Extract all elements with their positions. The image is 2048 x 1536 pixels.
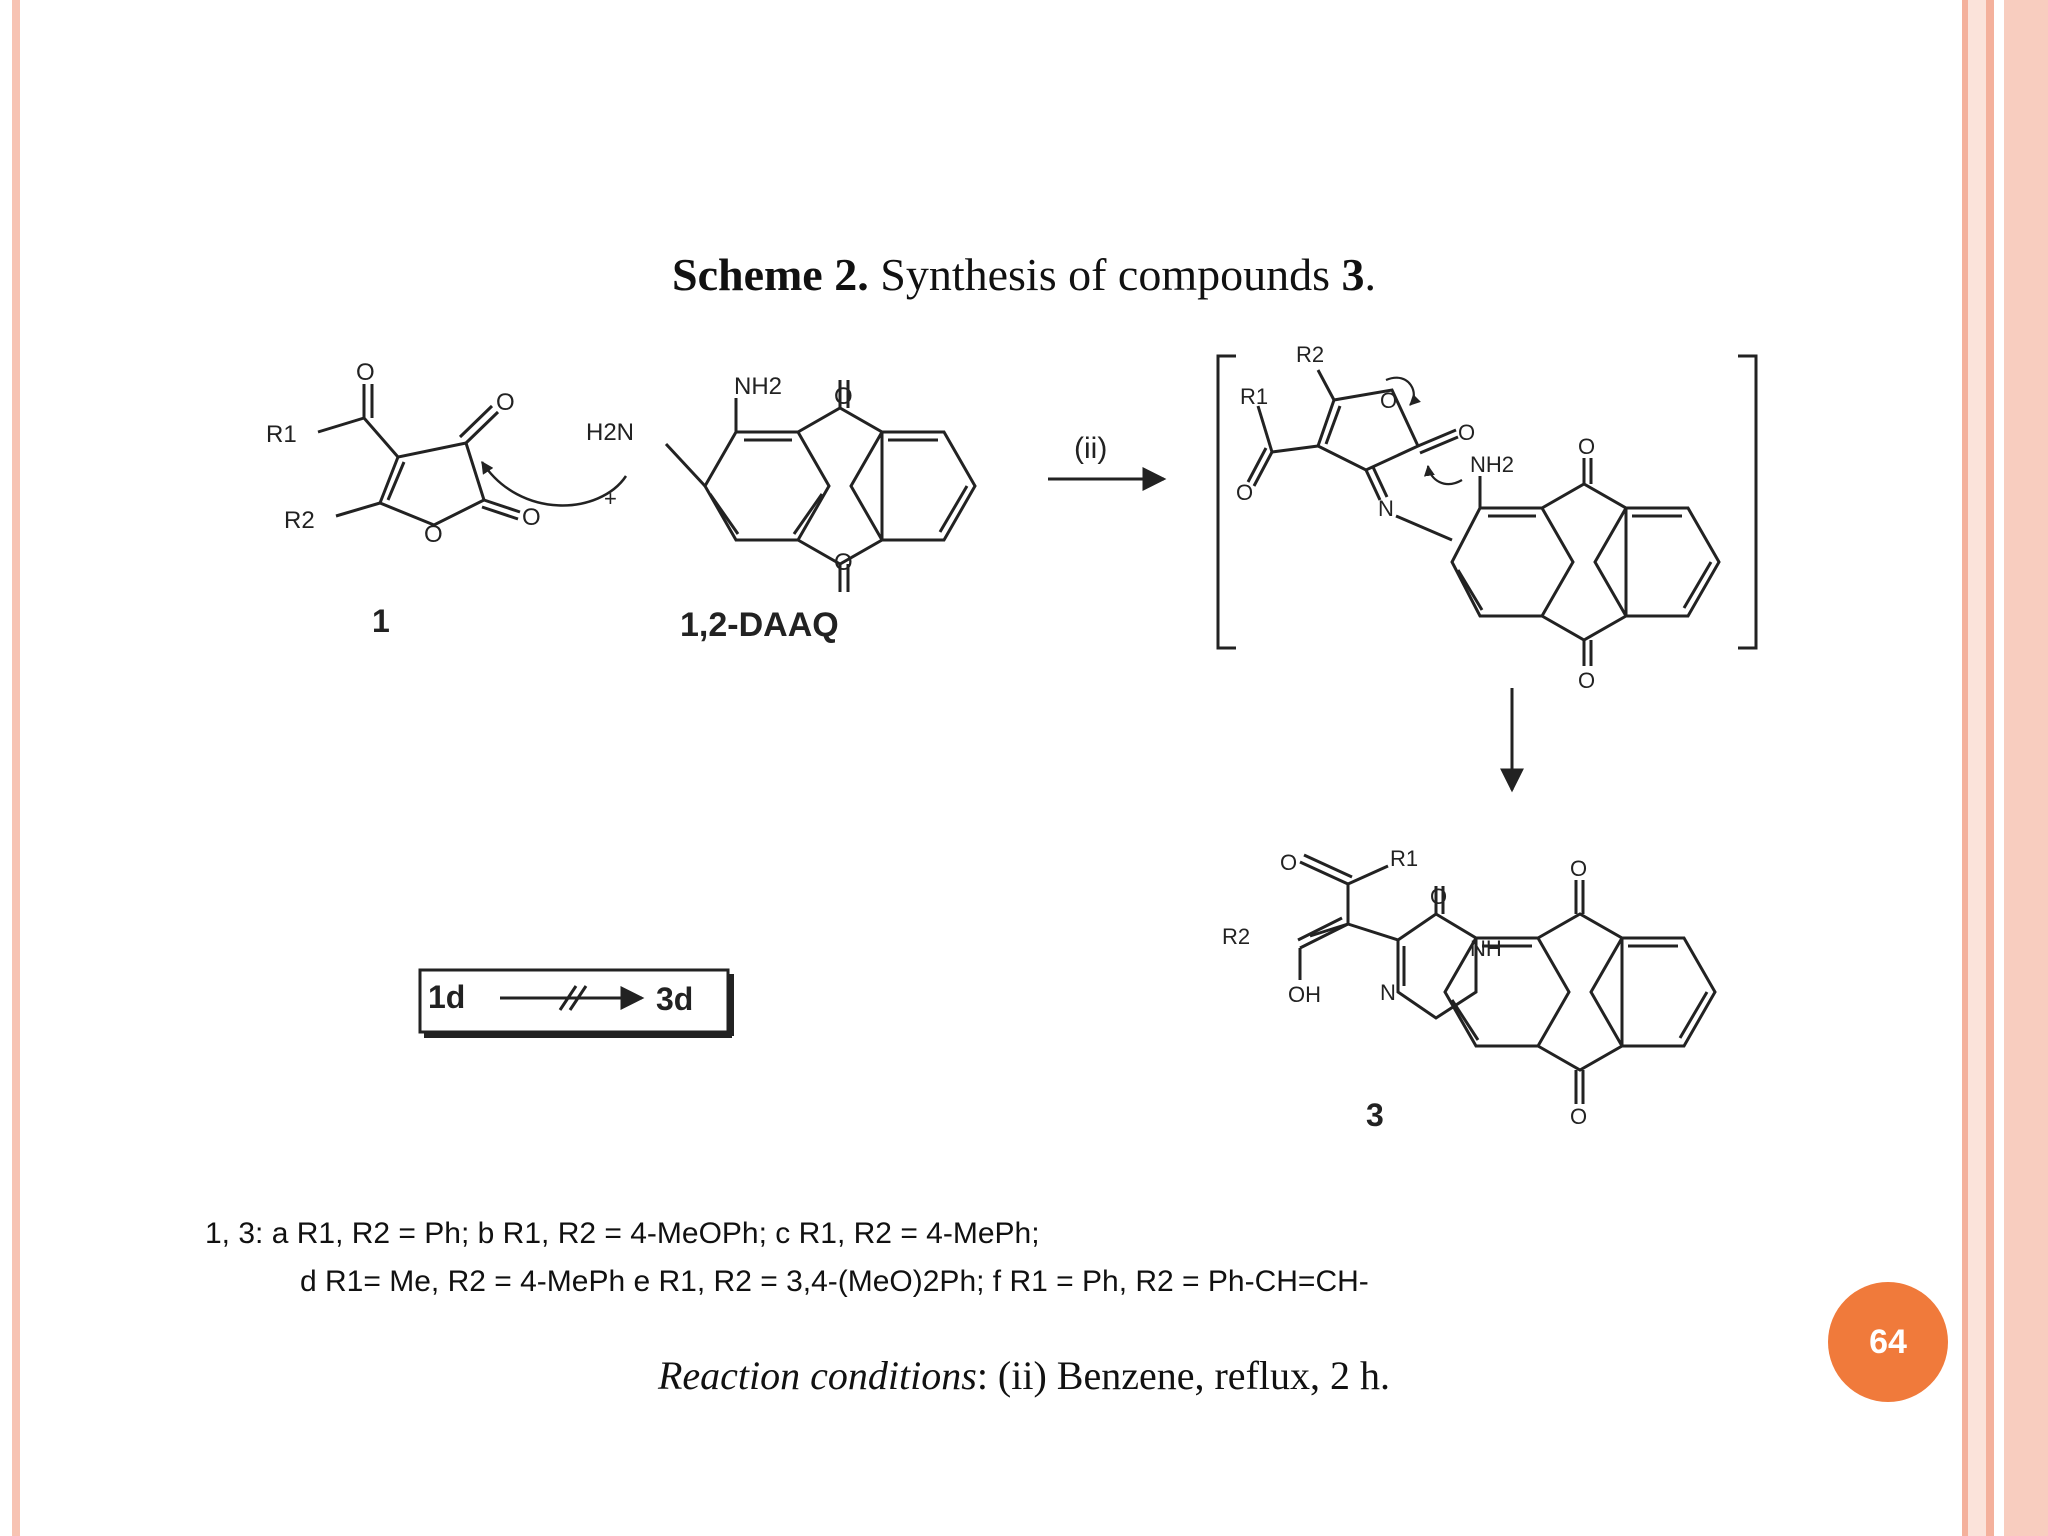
curved-arrow xyxy=(1385,376,1421,406)
compound-1-label: 1 xyxy=(372,603,390,639)
atom-label: N xyxy=(1380,980,1396,1005)
atom-label: O xyxy=(1578,434,1595,459)
daaq-label: 1,2-DAAQ xyxy=(680,606,839,644)
substituent-line-2: d R1= Me, R2 = 4-MePh e R1, R2 = 3,4-(Me… xyxy=(300,1265,1369,1298)
atom-label: O xyxy=(1236,480,1253,505)
atom-label: N xyxy=(1378,496,1394,521)
intermediate-labels: R2 R1 O O O N NH2 O O xyxy=(1236,342,1595,693)
scheme-title: Scheme 2. Synthesis of compounds 3. xyxy=(0,248,2048,301)
substituent-line-1: 1, 3: a R1, R2 = Ph; b R1, R2 = 4-MeOPh;… xyxy=(205,1217,1040,1250)
curved-arrow xyxy=(480,460,628,507)
atom-label: R1 xyxy=(1390,846,1418,871)
atom-label: OH xyxy=(1288,982,1321,1007)
atom-label: R2 xyxy=(1296,342,1324,367)
inset-to-label: 3d xyxy=(656,981,693,1017)
atom-label: O xyxy=(1570,1104,1587,1129)
slide-frame-right xyxy=(1962,0,1968,1536)
slide-frame-right-edge xyxy=(2004,0,2048,1536)
atom-label: NH2 xyxy=(734,373,782,400)
atom-label: O xyxy=(1380,388,1397,413)
atom-label: R1 xyxy=(1240,384,1268,409)
compound-3-structure xyxy=(1297,853,1717,1104)
slide-frame-right-gap xyxy=(1994,0,2004,1536)
atom-label: O xyxy=(424,521,443,548)
atom-label: R1 xyxy=(266,421,297,448)
slide-frame-right-line xyxy=(1986,0,1994,1536)
slide-frame-left xyxy=(12,0,20,1536)
atom-label: R2 xyxy=(284,507,315,534)
atom-label: NH xyxy=(1470,936,1502,961)
curved-arrow xyxy=(1423,464,1463,486)
scheme-title-bold: Scheme 2. xyxy=(671,249,869,300)
daaq-labels: NH2 H2N O O xyxy=(586,373,853,576)
compound-3-labels: O R1 O NH R2 OH N O O xyxy=(1222,846,1587,1129)
blocked-mark xyxy=(568,985,588,1011)
scheme-title-compound: 3 xyxy=(1341,249,1365,300)
atom-label: O xyxy=(356,359,375,386)
compound-1-structure xyxy=(317,384,521,527)
scheme-title-text: Synthesis of compounds xyxy=(868,249,1342,300)
inset-from-label: 1d xyxy=(428,979,465,1015)
reagent-label: (ii) xyxy=(1074,432,1107,465)
intermediate-structure xyxy=(1246,369,1721,666)
atom-label: R2 xyxy=(1222,924,1250,949)
atom-label: O xyxy=(834,549,853,576)
atom-label: O xyxy=(522,504,541,531)
daaq-structure xyxy=(664,380,977,592)
atom-label: O xyxy=(1280,850,1297,875)
atom-label: O xyxy=(1570,856,1587,881)
atom-label: H2N xyxy=(586,419,634,446)
conditions-text: : (ii) Benzene, reflux, 2 h. xyxy=(976,1353,1390,1398)
slide-frame-right-band xyxy=(1968,0,1986,1536)
atom-label: O xyxy=(1458,420,1475,445)
compound-1-labels: O O O O R1 R2 xyxy=(266,359,541,548)
inset-box: 1d 3d xyxy=(418,968,734,1038)
page-number-badge: 64 xyxy=(1828,1282,1948,1402)
atom-label: O xyxy=(1430,884,1447,909)
atom-label: O xyxy=(1578,668,1595,693)
conditions-label: Reaction conditions xyxy=(657,1353,977,1398)
blocked-mark xyxy=(558,985,578,1011)
compound-3-label: 3 xyxy=(1366,1097,1384,1133)
atom-label: NH2 xyxy=(1470,452,1514,477)
scheme-title-end: . xyxy=(1364,249,1377,300)
atom-label: O xyxy=(496,389,515,416)
atom-label: O xyxy=(834,383,853,410)
substituent-legend: 1, 3: a R1, R2 = Ph; b R1, R2 = 4-MeOPh;… xyxy=(205,1210,1805,1306)
reaction-conditions: Reaction conditions: (ii) Benzene, reflu… xyxy=(0,1352,2048,1399)
intermediate-bracket xyxy=(1216,354,1758,650)
plus-sign: + xyxy=(604,486,617,511)
